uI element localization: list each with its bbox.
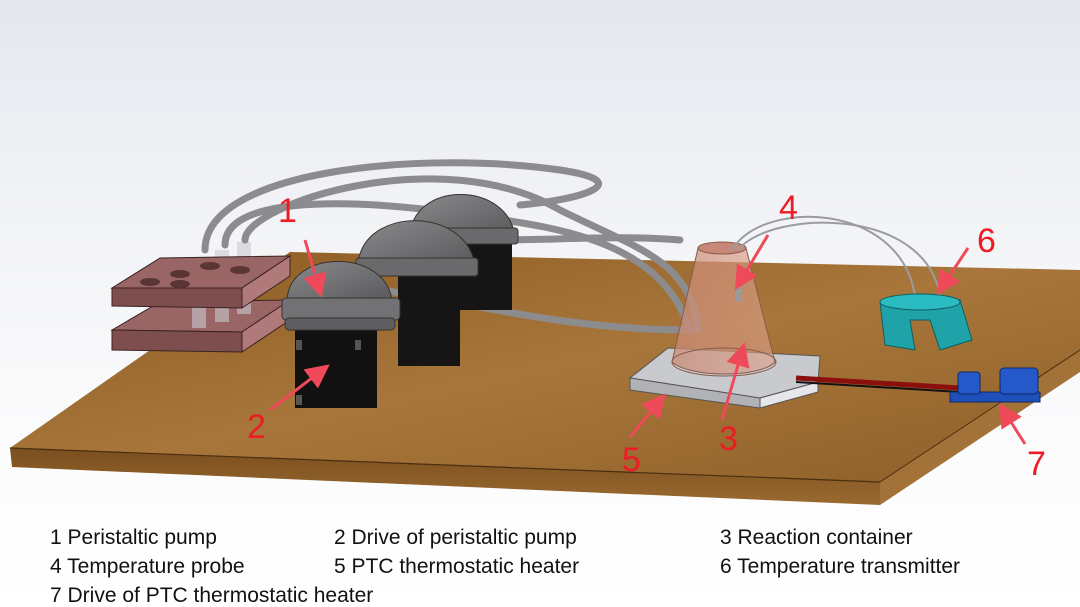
callout-1: 1 [278, 192, 297, 230]
legend-item-7: 7 Drive of PTC thermostatic heater [50, 584, 374, 607]
callout-5: 5 [622, 441, 641, 479]
legend-item-6: 6 Temperature transmitter [720, 555, 961, 578]
heater-cable [795, 375, 961, 393]
callout-6: 6 [977, 222, 996, 260]
probe-wires [731, 216, 941, 297]
arrow-7 [998, 402, 1027, 445]
legend-item-1: 1 Peristaltic pump [50, 526, 217, 549]
heater-drive [949, 367, 1041, 403]
arrow-6 [936, 247, 970, 295]
arrow-4 [734, 234, 770, 291]
arrow-2 [269, 364, 330, 412]
arrow-5 [628, 393, 666, 438]
legend-item-3: 3 Reaction container [720, 526, 913, 549]
callout-arrows [269, 234, 1027, 445]
apparatus-illustration [9, 159, 1080, 505]
arrow-1 [303, 239, 327, 298]
callout-7: 7 [1027, 445, 1046, 483]
callout-3: 3 [719, 420, 738, 458]
legend-item-2: 2 Drive of peristaltic pump [334, 526, 577, 549]
callout-2: 2 [247, 408, 266, 446]
legend-item-4: 4 Temperature probe [50, 555, 245, 578]
legend-item-5: 5 PTC thermostatic heater [334, 555, 580, 578]
temperature-transmitter [879, 293, 973, 351]
arrow-3 [720, 342, 750, 421]
callout-4: 4 [779, 189, 798, 227]
